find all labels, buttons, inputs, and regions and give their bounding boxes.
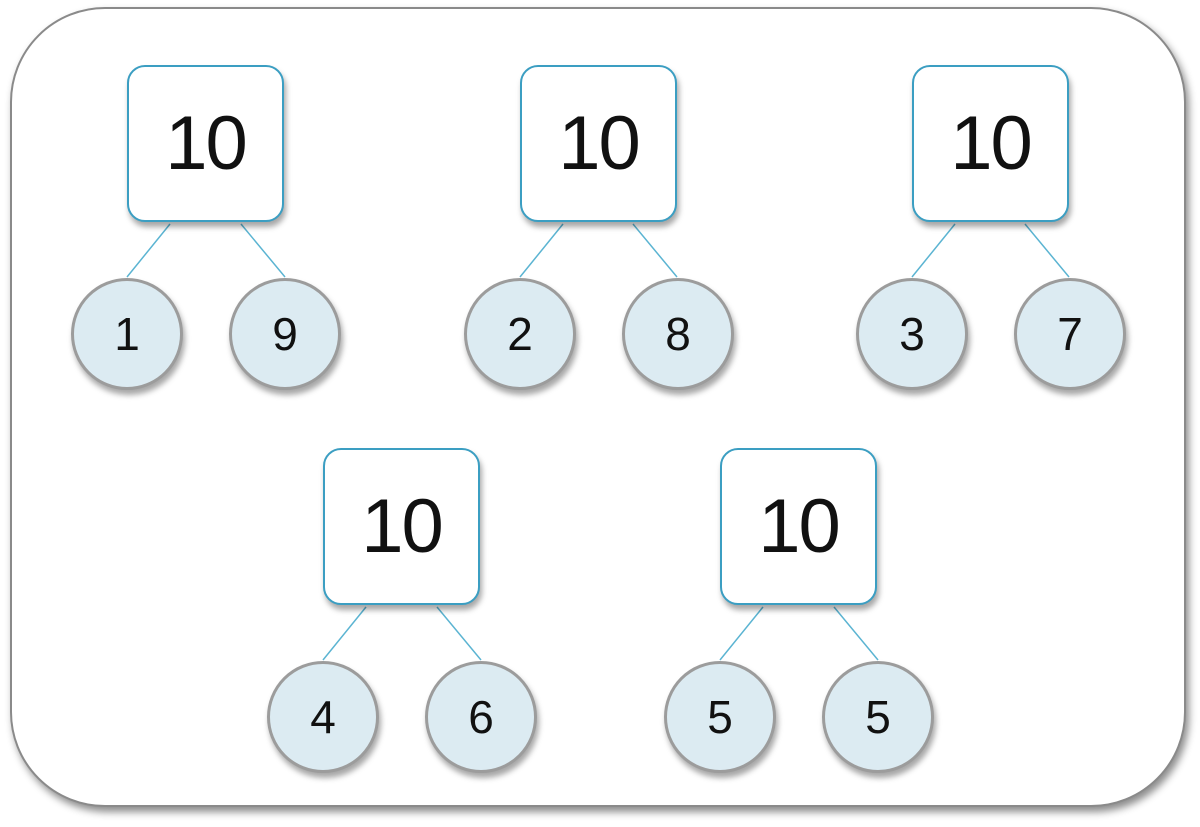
whole-box: 10: [127, 65, 284, 222]
part-circle: 7: [1014, 278, 1126, 390]
whole-box: 10: [912, 65, 1069, 222]
part-circle: 5: [822, 661, 934, 773]
part-circle: 6: [425, 661, 537, 773]
whole-box: 10: [520, 65, 677, 222]
part-circle: 1: [71, 278, 183, 390]
part-circle: 9: [229, 278, 341, 390]
part-circle: 2: [464, 278, 576, 390]
part-circle: 8: [622, 278, 734, 390]
whole-box: 10: [720, 448, 877, 605]
part-circle: 3: [856, 278, 968, 390]
part-circle: 5: [664, 661, 776, 773]
part-circle: 4: [267, 661, 379, 773]
whole-box: 10: [323, 448, 480, 605]
